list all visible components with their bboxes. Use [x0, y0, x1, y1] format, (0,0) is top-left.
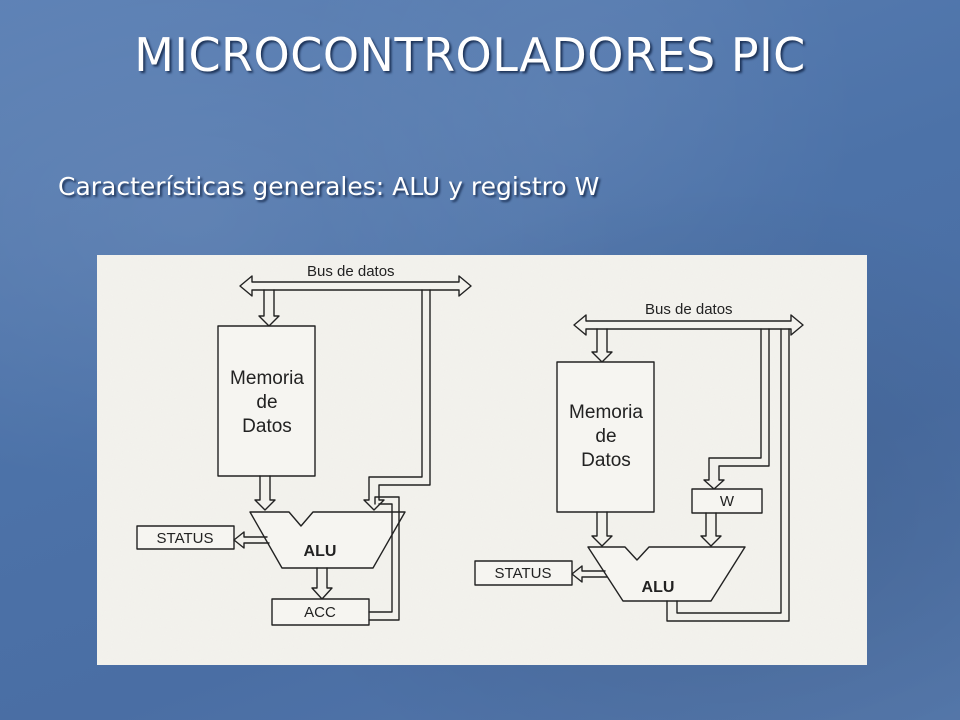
- slide-subtitle: Características generales: ALU y registr…: [58, 172, 600, 201]
- right-bus-label: Bus de datos: [645, 301, 733, 318]
- right-w-box: [691, 488, 763, 514]
- left-status-box: [136, 525, 235, 550]
- architecture-figure: Bus de datos Memoria de Datos STATUS ALU…: [97, 255, 867, 665]
- right-alu-to-status-arrow: [571, 565, 608, 583]
- left-status-label: STATUS: [157, 530, 214, 547]
- left-alu-label: ALU: [304, 543, 337, 560]
- left-memory-label-line3: Datos: [242, 416, 292, 437]
- left-memory-label-line2: de: [256, 392, 277, 413]
- left-acc-feedback-path: [368, 503, 393, 613]
- right-memory-label-line2: de: [595, 426, 616, 447]
- left-acc-feedback-wire: [368, 496, 400, 621]
- right-alu-shape: [587, 546, 746, 602]
- right-alu-output-path: [666, 328, 790, 622]
- right-memory-label-line1: Memoria: [569, 402, 643, 423]
- left-bus-arrow: [239, 275, 472, 297]
- right-memory-box: [556, 361, 655, 513]
- right-w-to-alu-arrow: [700, 512, 722, 547]
- slide-title: MICROCONTROLADORES PIC: [134, 28, 806, 82]
- left-memory-label-line1: Memoria: [230, 368, 304, 389]
- left-memory-to-alu-arrow: [254, 475, 276, 511]
- left-alu-to-status-arrow: [233, 531, 270, 549]
- left-diagram: [136, 275, 472, 626]
- right-alu-label: ALU: [642, 579, 675, 596]
- right-status-box: [474, 560, 573, 586]
- right-status-label: STATUS: [495, 565, 552, 582]
- left-memory-box: [217, 325, 316, 477]
- left-bus-feedback-path: [363, 289, 431, 511]
- right-alu-output-wire: [676, 328, 782, 614]
- left-bus-label: Bus de datos: [307, 263, 395, 280]
- right-diagram: [474, 314, 804, 622]
- left-acc-label: ACC: [304, 604, 336, 621]
- paper-grain: [97, 255, 867, 665]
- left-alu-shape: [249, 511, 406, 569]
- right-memory-label-line3: Datos: [581, 450, 631, 471]
- right-bus-arrow: [573, 314, 804, 336]
- right-memory-to-alu-arrow: [591, 511, 613, 547]
- right-w-label: W: [720, 493, 735, 510]
